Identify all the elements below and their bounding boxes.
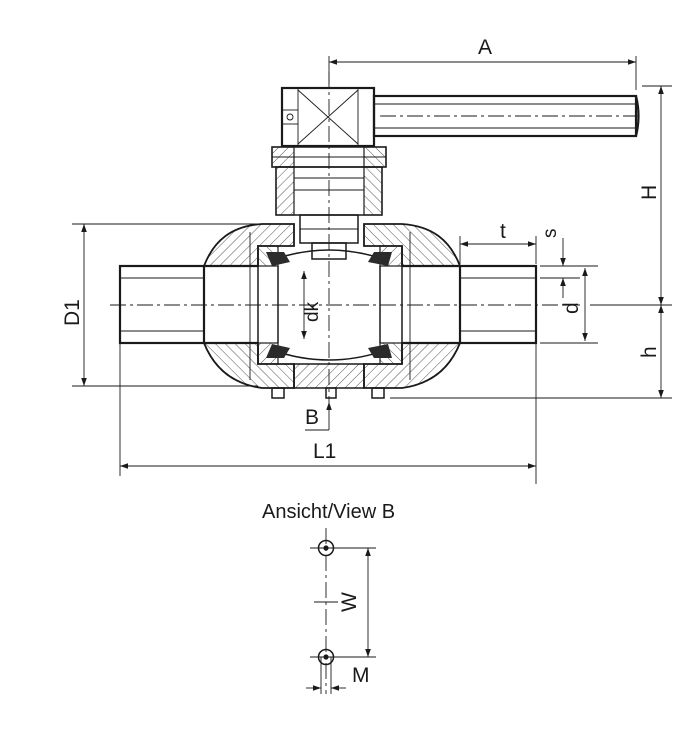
view-arrow-label-B: B	[305, 406, 319, 429]
valve-body	[202, 223, 462, 389]
view-b-detail	[306, 528, 376, 694]
seal-ring	[266, 344, 290, 358]
pipe-ends	[118, 264, 538, 345]
dim-label-s: s	[540, 229, 561, 239]
dim-label-W: W	[338, 592, 361, 612]
seal-ring	[266, 252, 290, 266]
dim-label-D1: D1	[61, 299, 84, 326]
stem-neck	[271, 146, 387, 260]
dim-label-M: M	[352, 664, 370, 687]
dim-label-h-small: h	[638, 346, 661, 358]
dim-label-t: t	[500, 220, 506, 243]
dimension-lines	[72, 56, 672, 484]
lever-handle	[280, 86, 640, 148]
dim-label-dk: dk	[302, 301, 323, 322]
seal-ring	[368, 252, 392, 266]
dim-label-H: H	[638, 185, 661, 200]
view-b-caption: Ansicht/View B	[262, 501, 395, 523]
center-lines	[110, 72, 640, 402]
dim-label-L1: L1	[313, 440, 336, 463]
dim-label-A: A	[478, 36, 492, 59]
ball-and-seats	[257, 245, 403, 399]
seal-ring	[368, 344, 392, 358]
dim-label-d: d	[560, 302, 583, 314]
